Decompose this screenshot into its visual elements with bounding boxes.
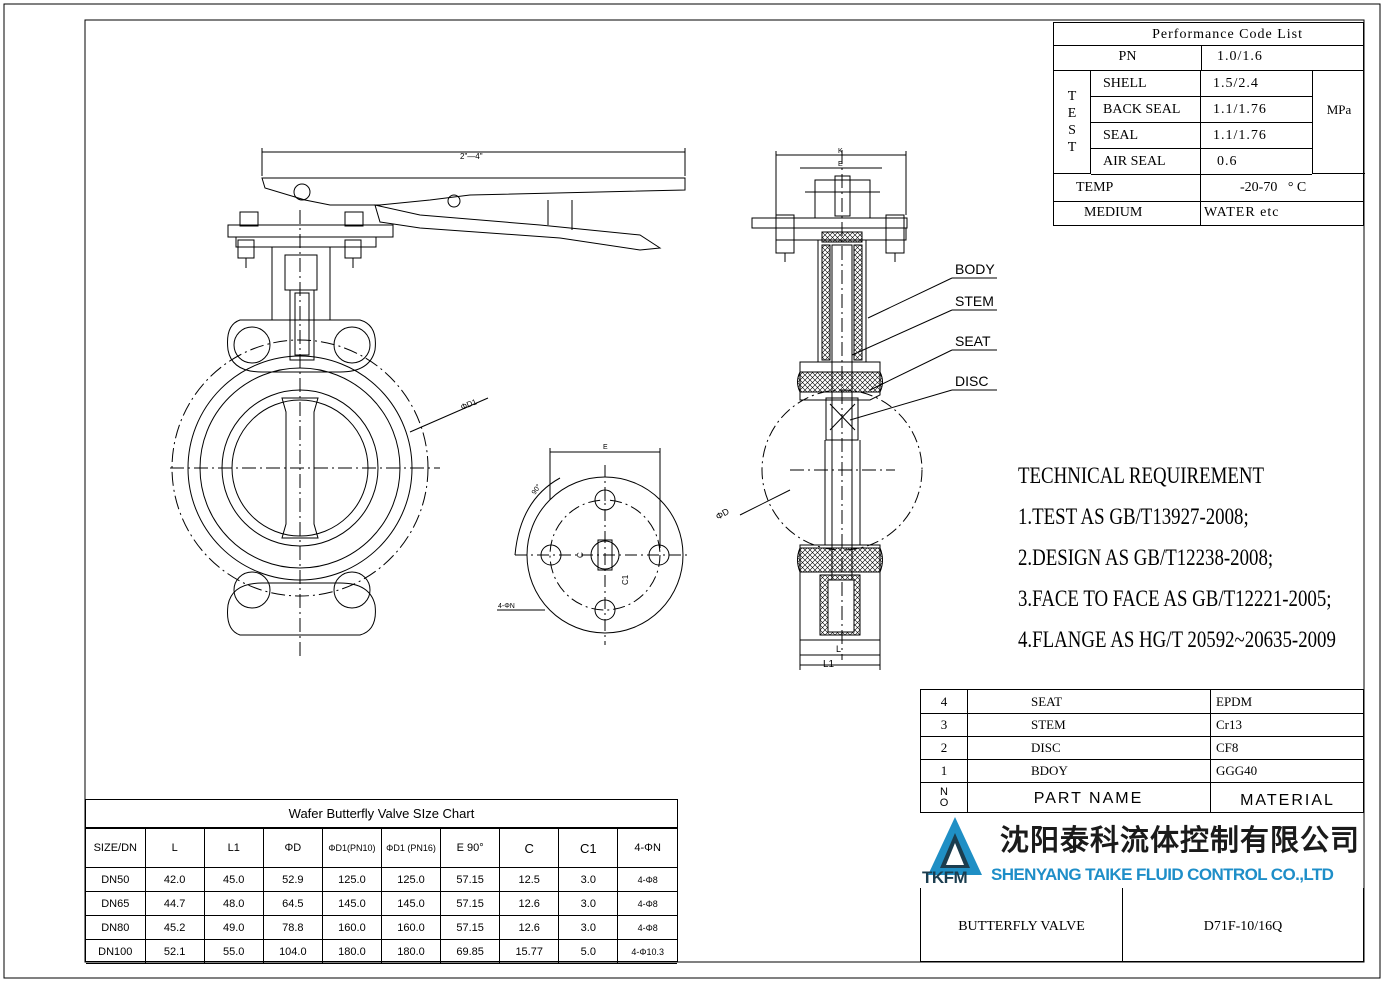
test-backseal-value: 1.1/1.76 [1201, 97, 1312, 123]
logo-text: TKFM [922, 868, 968, 887]
dim-c1-label: C1 [621, 574, 630, 585]
medium-value: WATER etc [1204, 205, 1280, 220]
dim-l1-label: L1 [823, 659, 835, 670]
parts-row: 4 SEAT EPDM [921, 690, 1363, 714]
test-airseal-name: AIR SEAL [1091, 149, 1200, 175]
callout-disc: DISC [955, 373, 988, 389]
size-chart-header: SIZE/DN L L1 ΦD ΦD1(PN10) ΦD1 (PN16) E 9… [86, 828, 677, 868]
product-name: BUTTERFLY VALVE [921, 888, 1123, 962]
dim-e-label: E [838, 161, 843, 168]
callout-stem: STEM [955, 293, 994, 309]
dim-handle-label: 2"—4" [460, 152, 483, 161]
material-header: MATERIAL [1240, 792, 1335, 809]
front-view [170, 148, 686, 660]
parts-header-row: N O PART NAME MATERIAL [921, 782, 1363, 813]
company-name-cn: 沈阳泰科流体控制有限公司 [1000, 823, 1361, 857]
performance-title: Performance Code List [1054, 23, 1363, 46]
temp-label: TEMP [1054, 174, 1201, 201]
parts-list-table: 4 SEAT EPDM 3 STEM Cr13 2 DISC CF8 1 BDO… [920, 689, 1364, 813]
size-chart: Wafer Butterfly Valve SIze Chart SIZE/DN… [85, 799, 678, 964]
technical-item: 4.FLANGE AS HG/T 20592~20635-2009 [1018, 627, 1336, 652]
dim-d-label: ΦD [714, 506, 731, 522]
temp-value: -20-70 ° C [1240, 180, 1307, 195]
test-shell-name: SHELL [1091, 70, 1200, 97]
dim-c-label: C [576, 552, 585, 558]
technical-item: 1.TEST AS GB/T13927-2008; [1018, 504, 1249, 529]
dim-k-label: K [838, 148, 843, 155]
side-view [739, 150, 997, 670]
pn-row: PN 1.0/1.6 [1054, 45, 1363, 71]
part-name-header: PART NAME [1033, 790, 1144, 807]
company-name-en: SHENYANG TAIKE FLUID CONTROL CO.,LTD [991, 865, 1334, 884]
technical-item: 3.FACE TO FACE AS GB/T12221-2005; [1018, 586, 1332, 611]
test-seal-value: 1.1/1.76 [1201, 123, 1312, 149]
flange-view [497, 448, 690, 645]
technical-requirements: TECHNICAL REQUIREMENT 1.TEST AS GB/T1392… [1018, 455, 1336, 660]
callout-body: BODY [955, 261, 995, 277]
company-logo-block: TKFM 沈阳泰科流体控制有限公司 SHENYANG TAIKE FLUID C… [920, 813, 1364, 888]
temp-row: TEMP -20-70 ° C [1054, 174, 1363, 202]
performance-code-table: Performance Code List PN 1.0/1.6 T E S T… [1053, 22, 1365, 226]
dim-d1-label: ΦD1 [459, 397, 478, 412]
technical-title: TECHNICAL REQUIREMENT [1018, 463, 1265, 488]
dim-l-label: L [836, 644, 841, 654]
parts-row: 1 BDOY GGG40 [921, 759, 1363, 783]
parts-row: 2 DISC CF8 [921, 736, 1363, 760]
dim-90-label: 90° [530, 483, 543, 496]
test-label: T E S T [1054, 70, 1091, 174]
tkfm-logo-icon [928, 817, 982, 875]
pn-value: 1.0/1.6 [1217, 49, 1263, 64]
dim-e2-label: E [603, 444, 608, 451]
parts-row: 3 STEM Cr13 [921, 713, 1363, 737]
test-shell-value: 1.5/2.4 [1201, 70, 1312, 97]
model-number: D71F-10/16Q [1203, 919, 1283, 934]
medium-row: MEDIUM WATER etc [1054, 201, 1363, 226]
technical-item: 2.DESIGN AS GB/T12238-2008; [1018, 545, 1274, 570]
outer-border [3, 3, 1381, 979]
title-block: BUTTERFLY VALVE D71F-10/16Q [920, 888, 1364, 962]
callout-seat: SEAT [955, 333, 991, 349]
pn-label: PN [1054, 45, 1202, 70]
test-airseal-value: 0.6 [1201, 149, 1312, 175]
test-backseal-name: BACK SEAL [1091, 97, 1200, 123]
medium-label: MEDIUM [1054, 201, 1201, 226]
size-chart-title: Wafer Butterfly Valve SIze Chart [86, 800, 677, 828]
test-seal-name: SEAL [1091, 123, 1200, 149]
dim-4n-label: 4-ΦN [498, 603, 515, 610]
size-chart-table: SIZE/DN L L1 ΦD ΦD1(PN10) ΦD1 (PN16) E 9… [86, 828, 677, 964]
unit-mpa: MPa [1313, 45, 1365, 174]
inner-border [84, 19, 1365, 963]
